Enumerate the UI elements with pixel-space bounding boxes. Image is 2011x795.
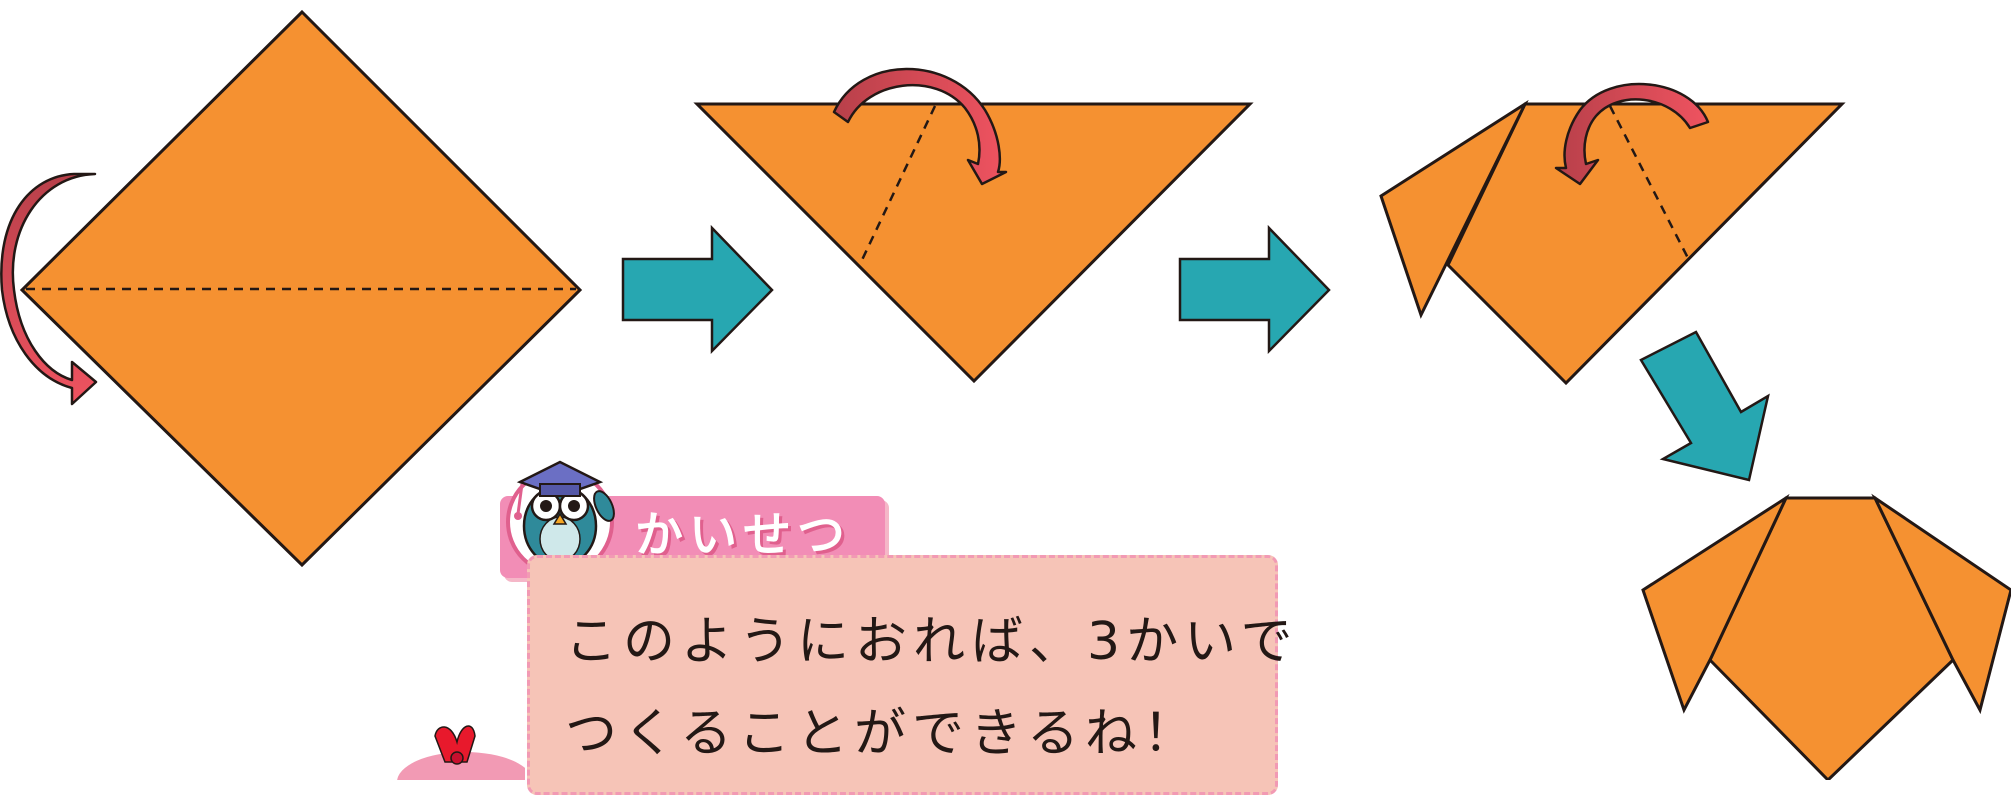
explanation-line-2: つくることができるね！: [565, 704, 1201, 764]
fold-line-diagonal-right: [1608, 105, 1692, 263]
paper-left-ear: [1379, 99, 1529, 319]
step-arrow-3: [1639, 330, 1770, 482]
paper-triangle: [693, 102, 1254, 384]
final-dog-face: [1641, 493, 2011, 780]
paper-dog-right-ear: [1871, 493, 2011, 715]
fold-over-arrow-icon: [0, 172, 98, 406]
explanation-tab-label: かいせつ: [635, 507, 852, 563]
paper-dog-left-ear: [1641, 493, 1790, 714]
step-arrow-2: [1178, 224, 1331, 355]
fold-down-arrow-left-icon: [1554, 82, 1710, 186]
step-3-one-ear: [1379, 82, 1846, 386]
fold-line-diagonal-left: [860, 105, 937, 261]
fold-down-arrow-icon: [832, 67, 1008, 186]
ribbon-icon: [397, 725, 525, 780]
explanation-line-1: このようにおれば、3かいで: [565, 612, 1299, 672]
step-arrow-1: [621, 224, 774, 355]
paper-triangle-folded: [1446, 102, 1846, 386]
step-2-triangle: [693, 67, 1254, 384]
step-1-square: [0, 9, 583, 568]
